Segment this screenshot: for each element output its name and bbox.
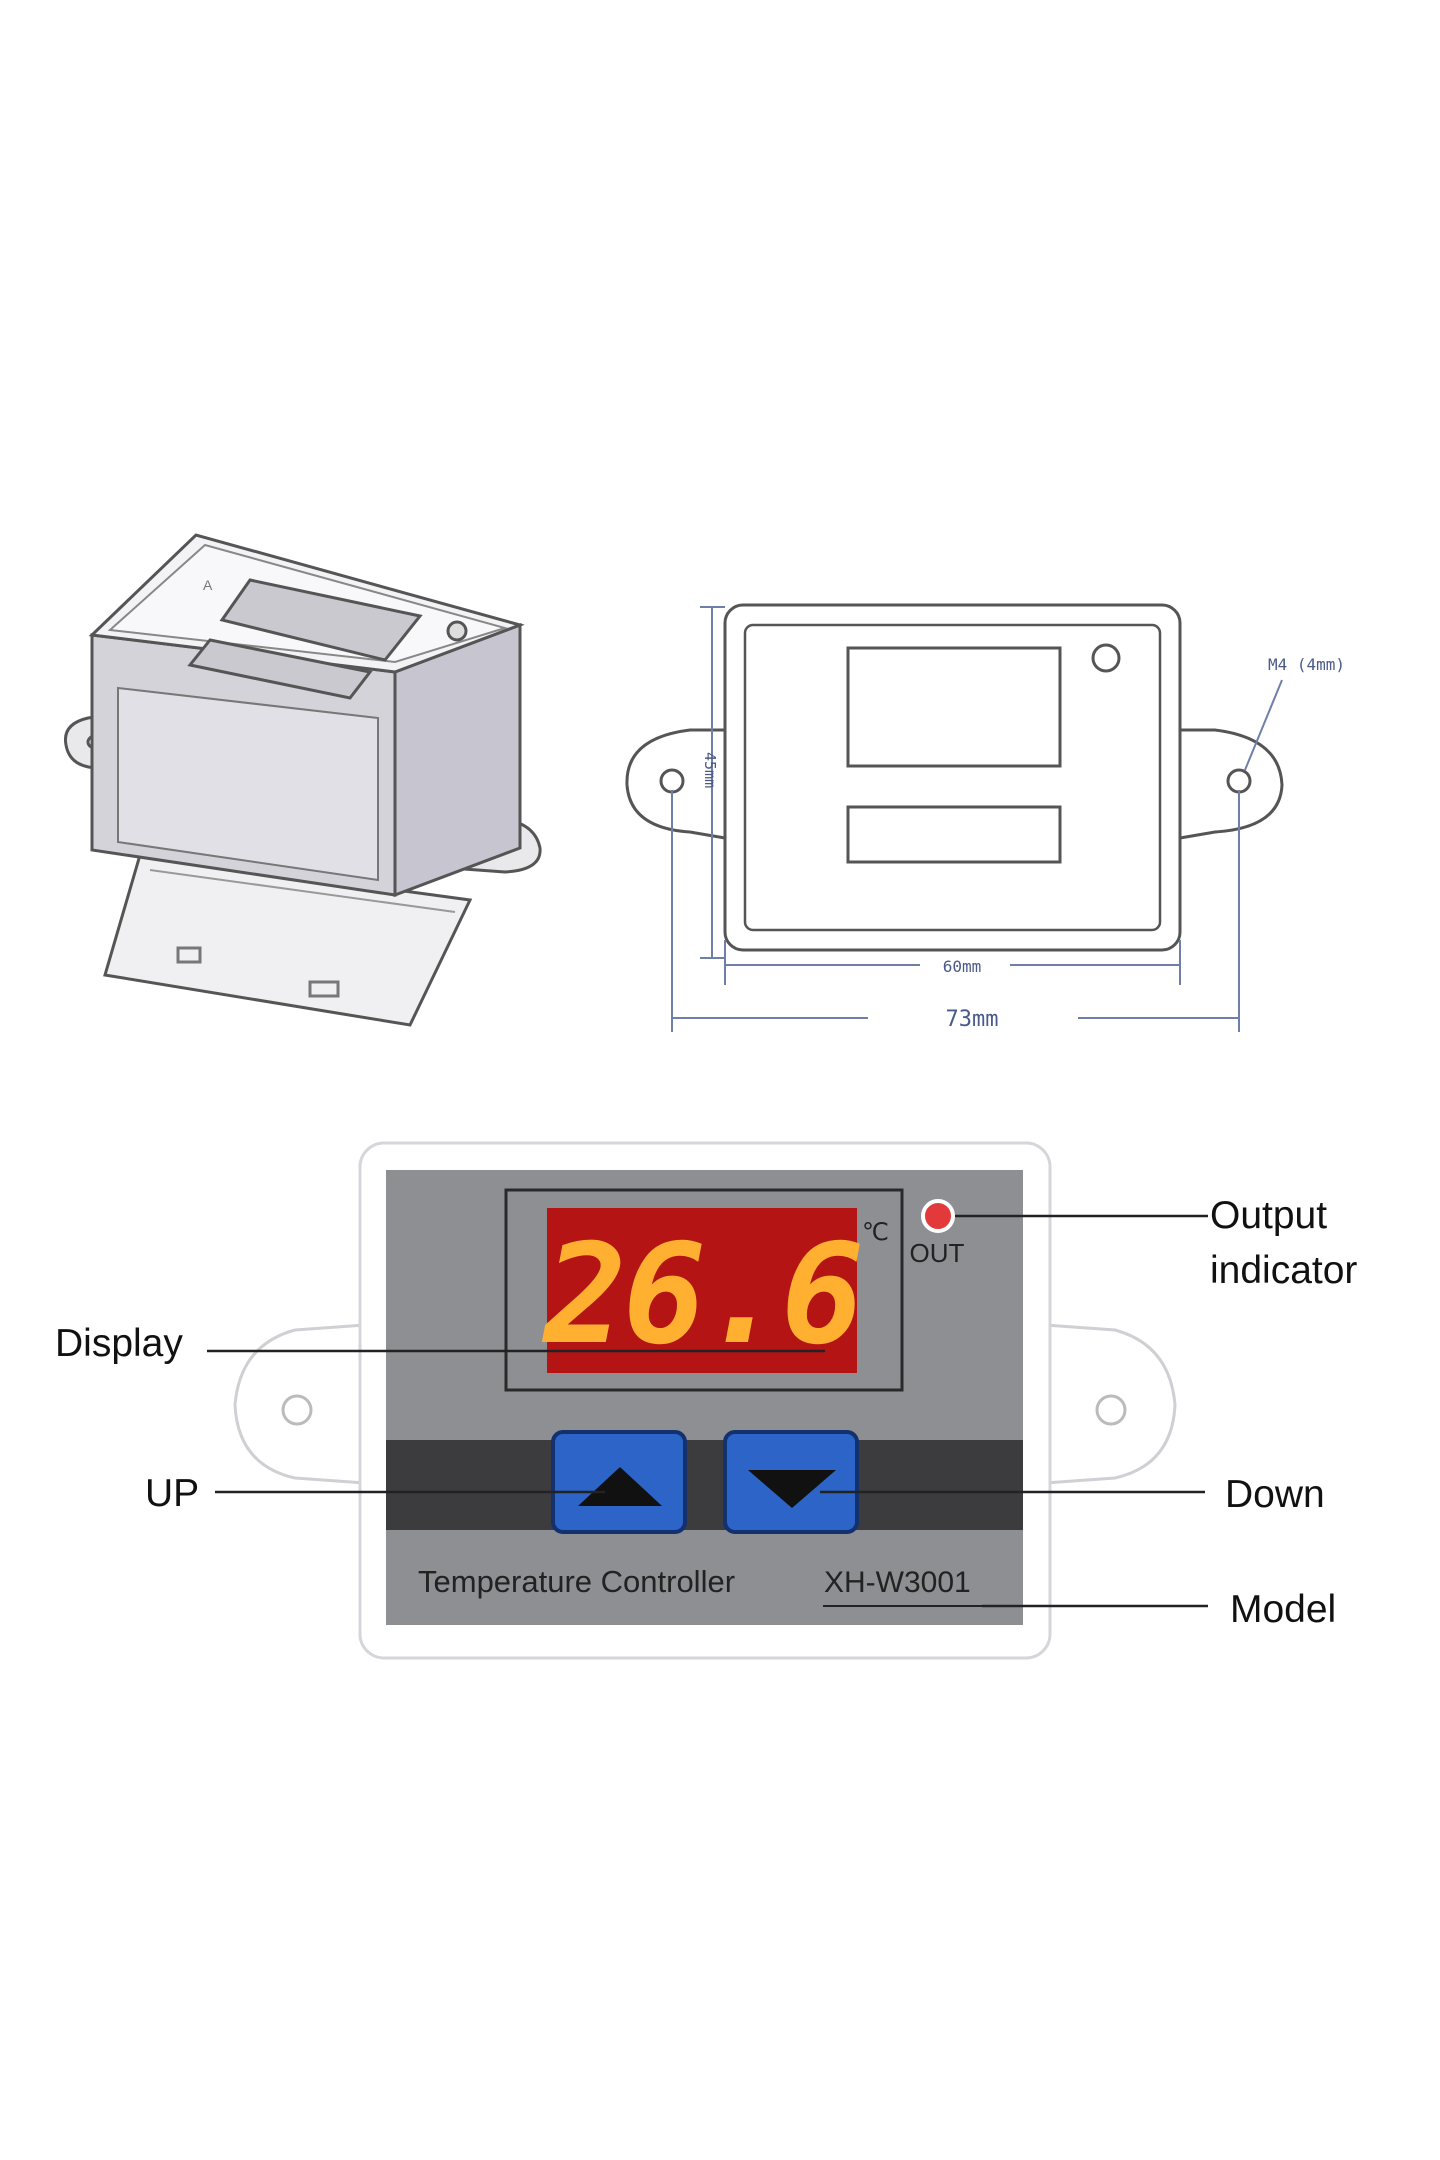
- dim-inner-width-label: 60mm: [943, 957, 982, 976]
- mount-hole-right: [1095, 1394, 1127, 1426]
- isometric-sketch: A: [63, 533, 542, 1027]
- dim-height-label: 45mm: [701, 752, 719, 788]
- down-arrow-icon: [748, 1470, 836, 1508]
- callout-down: Down: [1225, 1473, 1325, 1516]
- front-drawing: [625, 603, 1284, 952]
- dimension-lines: [671, 606, 1283, 1032]
- unit-label: ℃: [862, 1219, 889, 1246]
- up-button[interactable]: [551, 1430, 687, 1534]
- callout-display: Display: [55, 1322, 183, 1365]
- output-led: [921, 1199, 955, 1233]
- device-panel: 26.6 ℃ OUT Temperature Controller XH-W30…: [233, 1141, 1177, 1660]
- button-band: [386, 1440, 1023, 1530]
- down-button[interactable]: [723, 1430, 859, 1534]
- dim-outer-width-label: 73mm: [946, 1007, 999, 1032]
- callout-model: Model: [1230, 1588, 1336, 1631]
- out-label: OUT: [910, 1238, 965, 1268]
- callout-output-line1: Output: [1210, 1194, 1327, 1237]
- up-arrow-icon: [578, 1467, 662, 1506]
- dim-hole-label: M4 (4mm): [1268, 655, 1345, 674]
- mount-hole-left: [281, 1394, 313, 1426]
- panel-title: Temperature Controller: [418, 1564, 735, 1599]
- svg-text:A: A: [203, 577, 213, 593]
- led-display: [547, 1208, 857, 1373]
- display-value: 26.6: [542, 1214, 860, 1375]
- callout-lines: [207, 1214, 1208, 1608]
- model-number: XH-W3001: [824, 1566, 971, 1599]
- callout-output-line2: indicator: [1210, 1249, 1357, 1292]
- callout-up: UP: [145, 1472, 199, 1515]
